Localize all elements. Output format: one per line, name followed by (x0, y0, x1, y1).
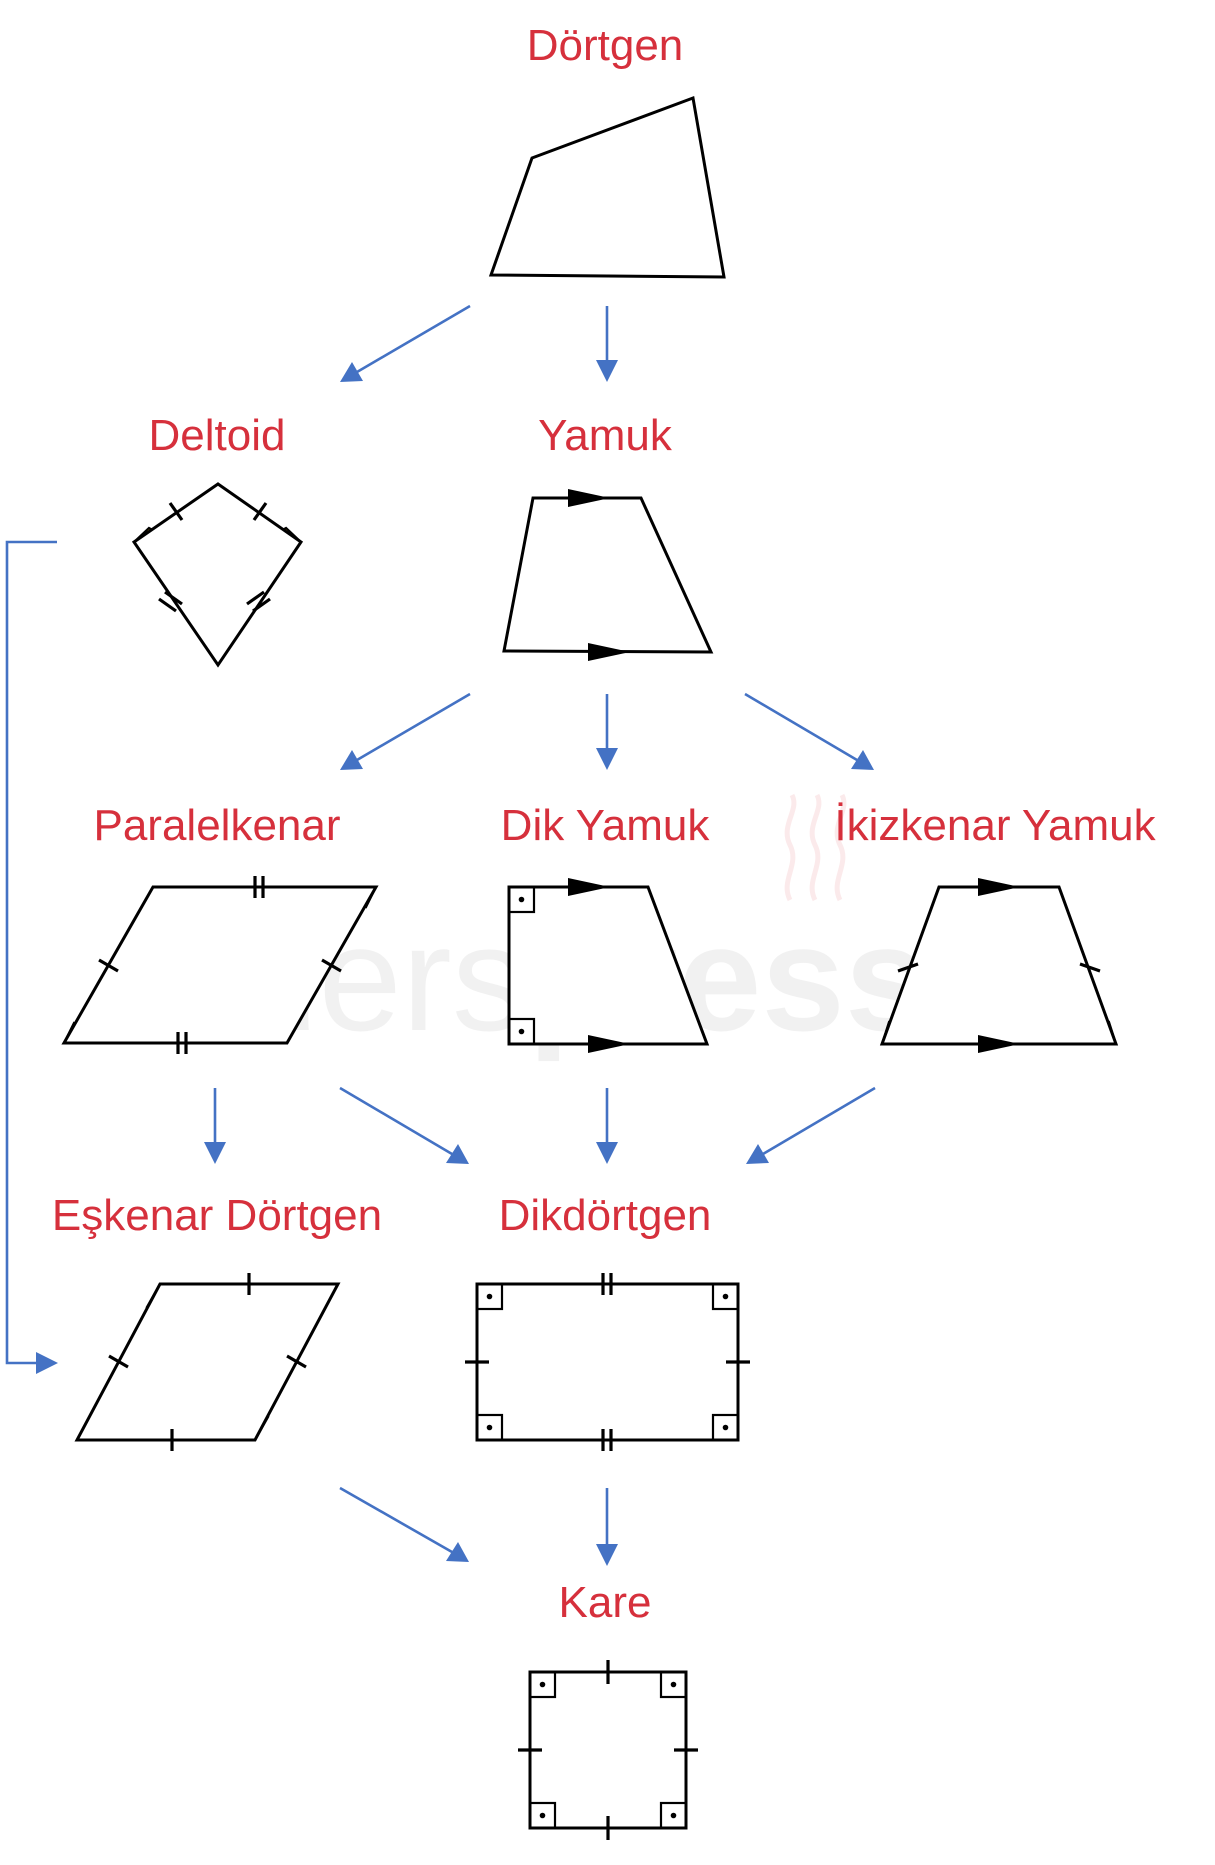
title-kare: Kare (559, 1578, 652, 1627)
shape-dik-yamuk (507, 878, 710, 1053)
arrow-dortgen-deltoid (340, 304, 471, 382)
title-dortgen: Dörtgen (527, 21, 684, 70)
title-yamuk: Yamuk (538, 411, 673, 460)
shape-kare (518, 1660, 698, 1840)
shape-eskenar-dortgen (74, 1273, 341, 1451)
arrow-dikdortgen-kare (596, 1488, 618, 1566)
connector-arrows (5, 304, 876, 1566)
shape-deltoid (131, 482, 304, 668)
shape-paralelkenar (61, 876, 379, 1054)
title-eskenar-dortgen: Eşkenar Dörtgen (52, 1191, 382, 1240)
arrow-eskenar-dortgen-kare (339, 1486, 469, 1562)
arrow-dortgen-yamuk (596, 306, 618, 382)
arrow-deltoid-eskenar-dortgen (5, 540, 58, 1374)
title-dik-yamuk: Dik Yamuk (501, 801, 711, 850)
title-paralelkenar: Paralelkenar (93, 801, 340, 850)
title-ikizkenar-yamuk: İkizkenar Yamuk (834, 801, 1156, 850)
arrow-yamuk-dik-yamuk (596, 694, 618, 770)
title-deltoid: Deltoid (149, 411, 286, 460)
shape-dortgen (488, 95, 726, 279)
arrow-yamuk-ikizkenar-yamuk (744, 692, 874, 770)
watermark-steam-icon (784, 793, 847, 902)
title-dikdortgen: Dikdörtgen (499, 1191, 712, 1240)
arrow-yamuk-paralelkenar (340, 692, 471, 770)
arrow-paralelkenar-dikdortgen (339, 1086, 469, 1164)
shape-dikdortgen (465, 1273, 750, 1451)
shape-ikizkenar-yamuk (879, 878, 1119, 1053)
arrow-dik-yamuk-dikdortgen (596, 1088, 618, 1164)
shape-yamuk (502, 489, 714, 661)
arrow-paralelkenar-eskenar-dortgen (204, 1088, 226, 1164)
arrow-ikizkenar-yamuk-dikdortgen (746, 1086, 876, 1164)
